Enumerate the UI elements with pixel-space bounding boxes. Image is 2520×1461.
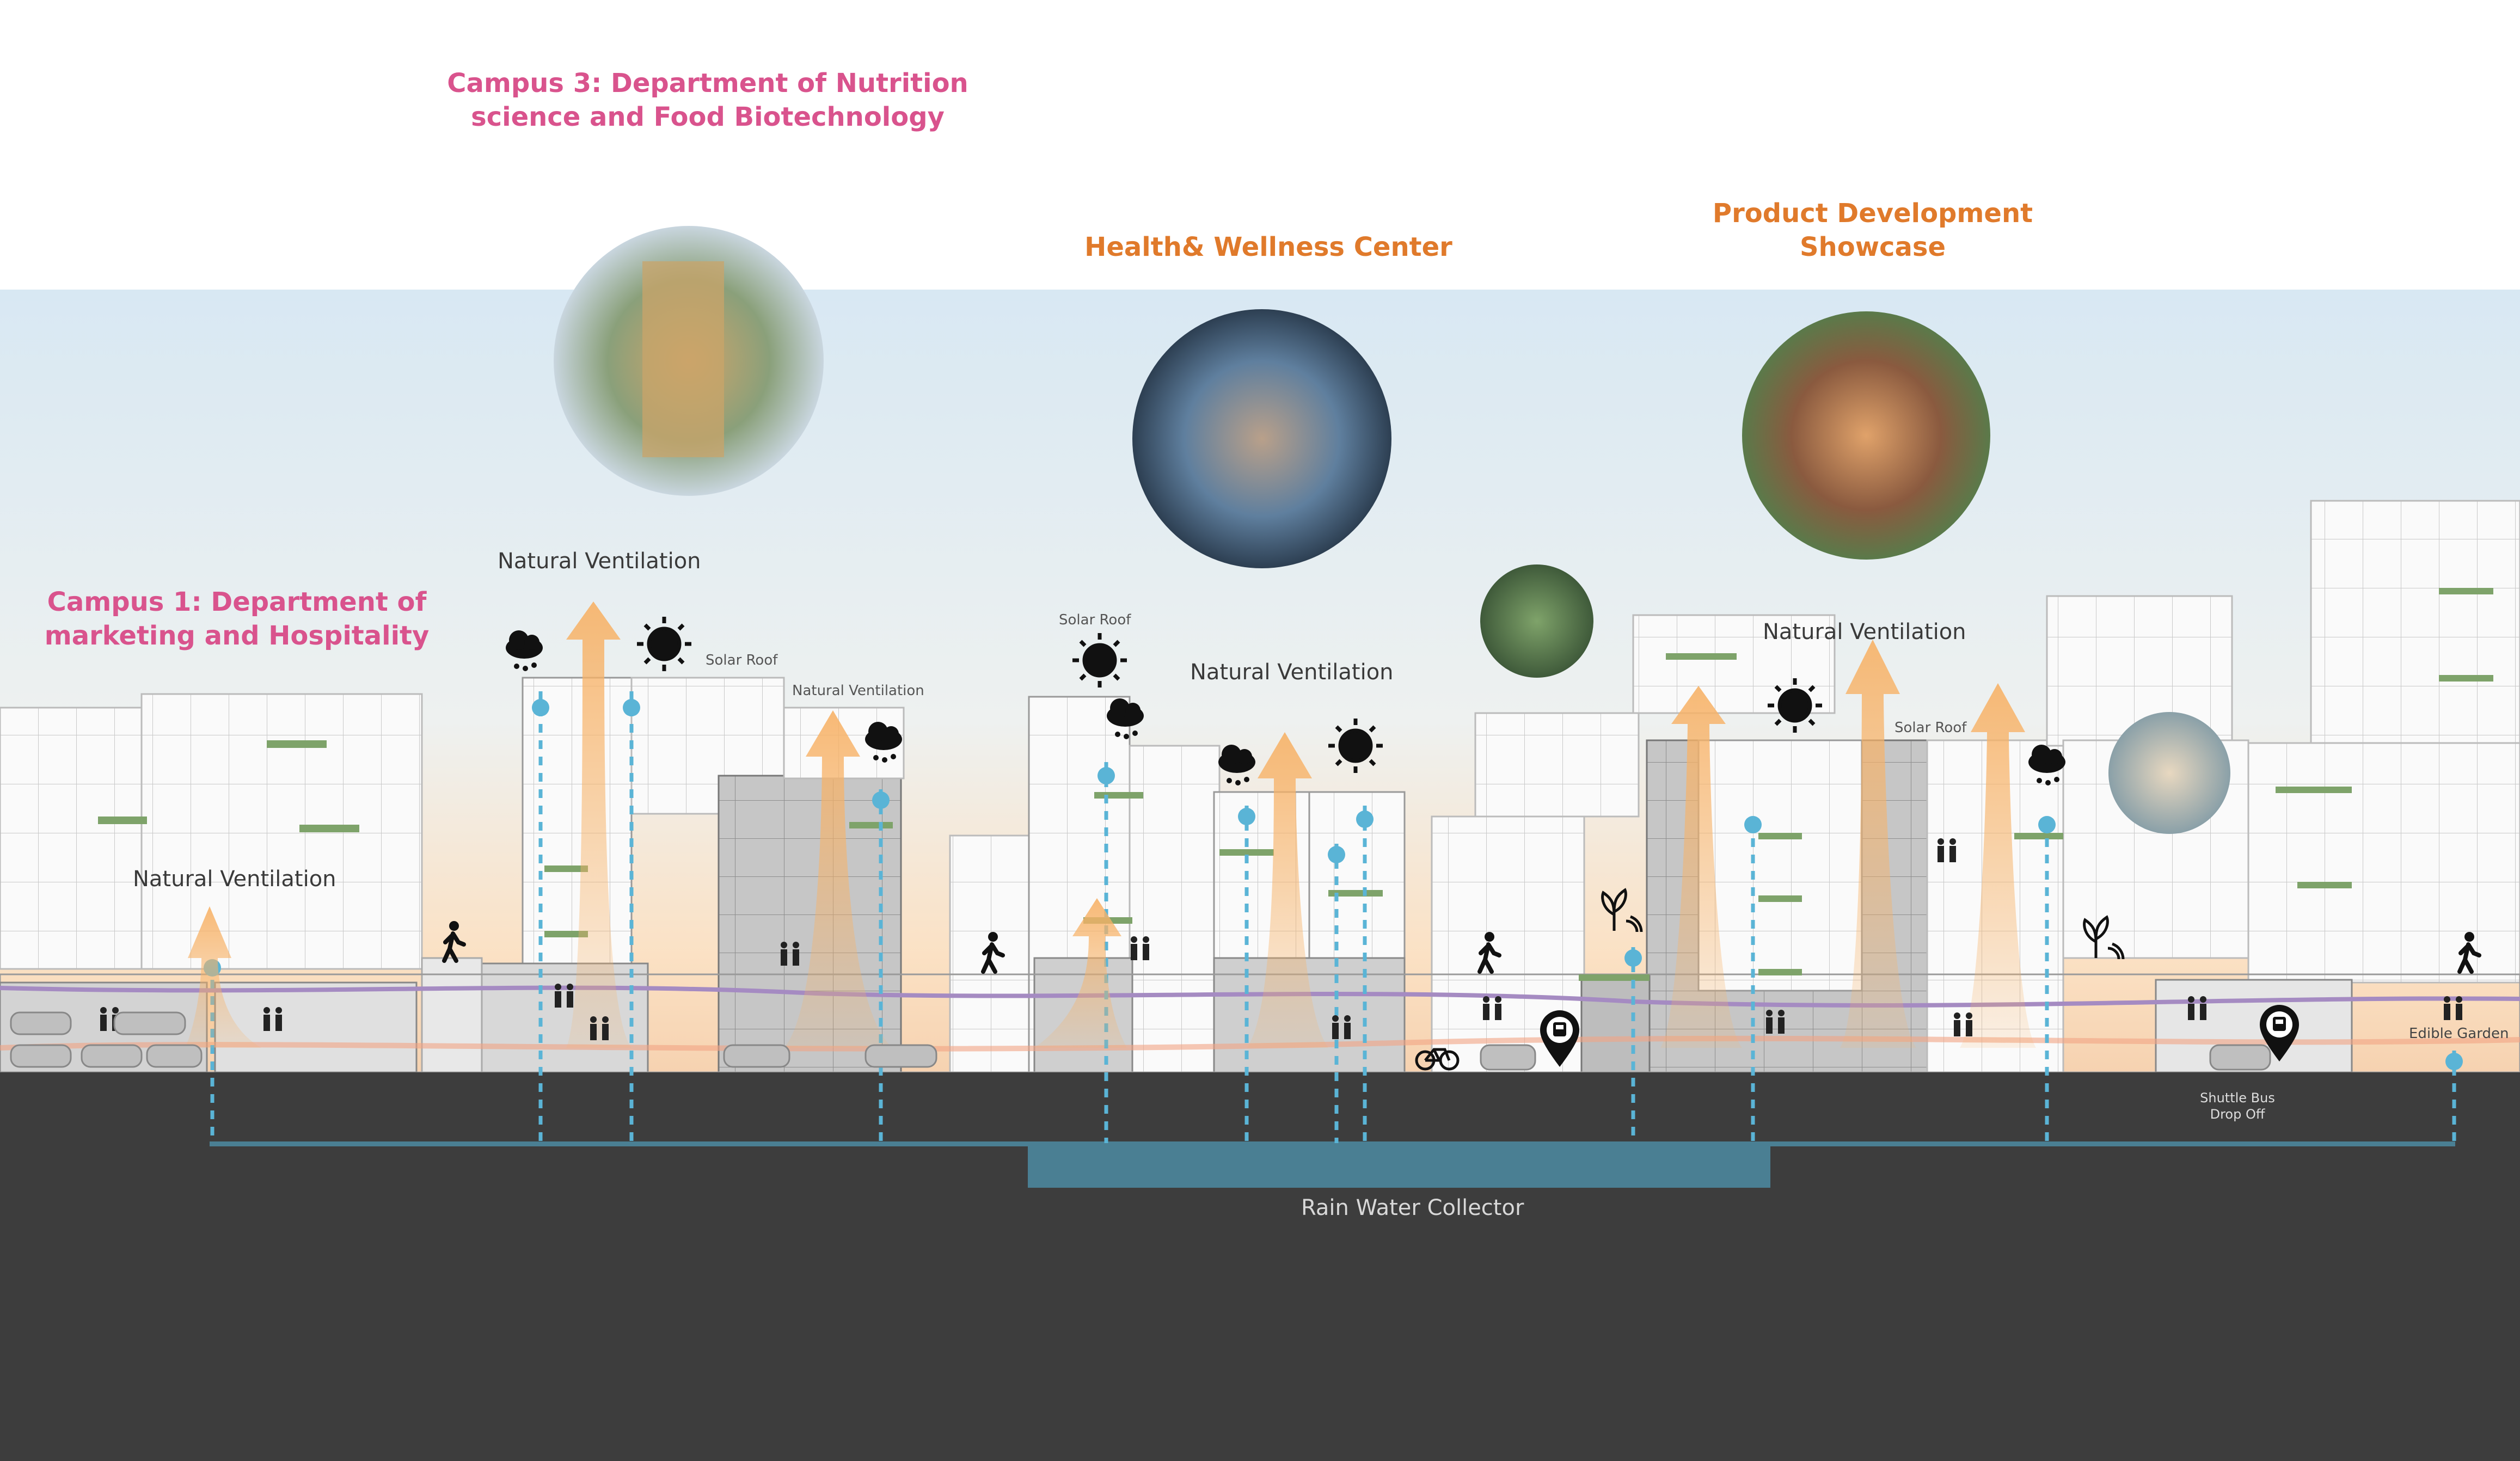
ground-section — [0, 1072, 2520, 1461]
product-showcase-photo — [1742, 311, 1990, 560]
health-center-heading: Health& Wellness Center — [1084, 232, 1452, 262]
health-center-photo — [1132, 309, 1391, 568]
rain-water-collector-tank — [1028, 1146, 1770, 1188]
green-wall-photo — [1480, 564, 1593, 678]
ventilation-arrows — [185, 601, 2036, 1048]
atrium-photo — [2108, 712, 2230, 834]
shuttle-dropoff-label: Shuttle Bus Drop Off — [2178, 1090, 2297, 1122]
nat-vent-label-product: Natural Ventilation — [1763, 619, 1966, 644]
nat-vent-label-campus3: Natural Ventilation — [498, 549, 701, 574]
product-showcase-heading: Product Development Showcase — [1655, 197, 2090, 264]
rain-cloud-icon — [506, 630, 2065, 785]
pedestrian-icon — [442, 921, 2481, 974]
product-showcase-heading-line2: Showcase — [1799, 232, 1946, 262]
nat-vent-label-small: Natural Ventilation — [792, 683, 924, 699]
solar-roof-label-campus3: Solar Roof — [706, 652, 778, 668]
photo-bubbles — [554, 226, 2230, 834]
sun-icon — [637, 617, 1822, 773]
campus1-heading-line1: Campus 1: Department of — [47, 587, 427, 617]
parked-cars — [10, 1011, 2271, 1071]
solar-roof-label-product: Solar Roof — [1894, 720, 1967, 736]
campus1-heading: Campus 1: Department of marketing and Ho… — [0, 585, 474, 653]
rain-water-pipes — [204, 691, 2463, 1188]
circulation-path — [0, 985, 2520, 1008]
edible-garden-label: Edible Garden — [2409, 1026, 2509, 1042]
bus-stop-icon — [1540, 1005, 2299, 1067]
campus3-heading-line2: science and Food Biotechnology — [471, 102, 945, 132]
bicycle-icon — [1415, 1048, 1460, 1071]
people-icon — [100, 838, 2462, 1040]
nat-vent-label-campus1: Natural Ventilation — [133, 867, 336, 892]
sprout-sensor-icon — [1601, 888, 2125, 960]
rain-water-collector-label: Rain Water Collector — [1301, 1195, 1524, 1220]
campus3-heading: Campus 3: Department of Nutrition scienc… — [381, 66, 1034, 134]
campus1-heading-line2: marketing and Hospitality — [44, 621, 430, 651]
shuttle-label-line2: Drop Off — [2210, 1107, 2265, 1122]
shuttle-label-line1: Shuttle Bus — [2200, 1090, 2275, 1106]
product-showcase-heading-line1: Product Development — [1712, 198, 2033, 229]
nat-vent-label-health: Natural Ventilation — [1190, 660, 1394, 685]
solar-roof-label-health: Solar Roof — [1059, 612, 1131, 628]
campus3-heading-line1: Campus 3: Department of Nutrition — [447, 68, 968, 99]
